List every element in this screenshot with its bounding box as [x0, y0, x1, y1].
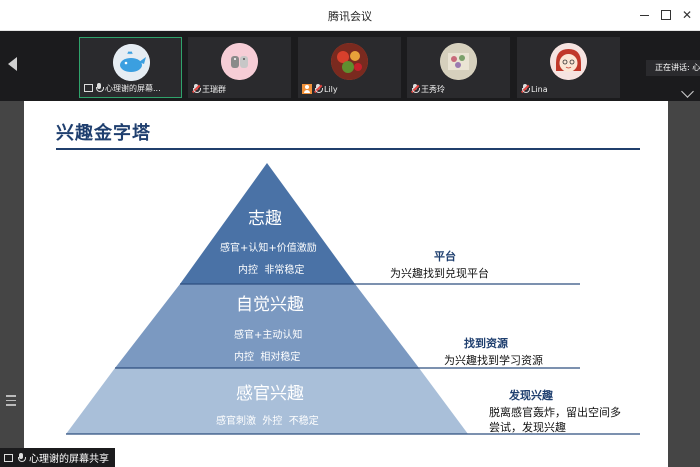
avatar [331, 43, 368, 80]
arrow-left-icon[interactable] [8, 57, 17, 71]
participant-name: 心理谢的屏幕... [105, 83, 161, 93]
mic-muted-icon [191, 84, 201, 94]
participant-name-row: 王瑞群 [191, 83, 226, 95]
participant-tile[interactable]: Lina [517, 37, 620, 98]
avatar [550, 43, 587, 80]
pyramid-tier-top [180, 163, 355, 284]
avatar [440, 43, 477, 80]
participant-name-row: Lina [520, 83, 548, 95]
screen-share-icon [4, 453, 13, 462]
speaking-indicator: 正在讲话: 心 [646, 60, 700, 76]
whale-avatar-icon [113, 44, 150, 81]
avatar [221, 43, 258, 80]
participant-name-row: 王秀玲 [410, 83, 445, 95]
annotation-tools-icon[interactable] [2, 392, 22, 412]
tier-heading: 志趣 [248, 209, 282, 229]
interest-pyramid [66, 163, 640, 435]
side-note-text: 尝试，发现兴趣 [489, 421, 566, 434]
slide-title: 兴趣金字塔 [56, 123, 151, 144]
participant-tile[interactable]: 王秀玲 [407, 37, 510, 98]
side-note-title: 发现兴趣 [509, 389, 553, 402]
tier-desc: 感官+认知+价值激励 [220, 243, 317, 254]
window-titlebar: 腾讯会议 ✕ [0, 0, 700, 31]
side-note-text: 为兴趣找到学习资源 [444, 354, 543, 367]
share-badge-label: 心理谢的屏幕共享 [29, 454, 109, 465]
tier-desc: 感官刺激 外控 不稳定 [216, 416, 319, 427]
side-note-text: 脱离感官轰炸，留出空间多 [489, 406, 621, 419]
title-divider [56, 148, 640, 150]
mic-icon [17, 452, 26, 463]
close-icon[interactable]: ✕ [681, 8, 693, 22]
participant-name-row: 心理谢的屏幕... [84, 82, 161, 94]
mic-muted-icon [313, 84, 323, 94]
fruit-avatar-icon [331, 43, 368, 80]
participant-name: Lina [531, 84, 548, 94]
screen-share-icon [84, 84, 93, 92]
participant-strip: 心理谢的屏幕... 王瑞群 [0, 31, 700, 101]
cartoon-avatar-icon [221, 43, 258, 80]
side-note-title: 找到资源 [464, 337, 508, 350]
collapse-icon[interactable] [681, 85, 694, 98]
window-title: 腾讯会议 [328, 10, 372, 23]
tier-desc: 内控 非常稳定 [238, 265, 305, 276]
screen-share-badge[interactable]: 心理谢的屏幕共享 [0, 448, 115, 467]
participant-tile[interactable]: 王瑞群 [188, 37, 291, 98]
participant-name-row: Lily [302, 83, 338, 95]
shared-slide: 兴趣金字塔 志趣 感官+认知+价值激励 内控 非常稳定 自觉兴趣 感官+主动认知… [24, 101, 668, 467]
participant-name: Lily [324, 84, 338, 94]
mic-muted-icon [520, 84, 530, 94]
side-note-title: 平台 [434, 250, 456, 263]
mic-icon [95, 83, 104, 93]
tier-desc: 感官+主动认知 [234, 330, 303, 341]
pyramid-tier-bottom [66, 368, 468, 434]
side-note-text: 为兴趣找到兑现平台 [390, 267, 489, 280]
participant-tile[interactable]: 心理谢的屏幕... [79, 37, 182, 98]
participant-tile[interactable]: Lily [298, 37, 401, 98]
tier-desc: 内控 相对稳定 [234, 352, 301, 363]
tier-heading: 自觉兴趣 [236, 295, 304, 315]
participant-name: 王瑞群 [202, 84, 226, 94]
person-icon [302, 84, 312, 94]
minimize-icon[interactable] [636, 6, 654, 24]
tier-heading: 感官兴趣 [236, 384, 304, 404]
flower-avatar-icon [440, 43, 477, 80]
maximize-icon[interactable] [657, 6, 675, 24]
mic-muted-icon [410, 84, 420, 94]
girl-avatar-icon [550, 43, 587, 80]
avatar [113, 44, 150, 81]
participant-name: 王秀玲 [421, 84, 445, 94]
pyramid-tier-middle [115, 284, 419, 368]
